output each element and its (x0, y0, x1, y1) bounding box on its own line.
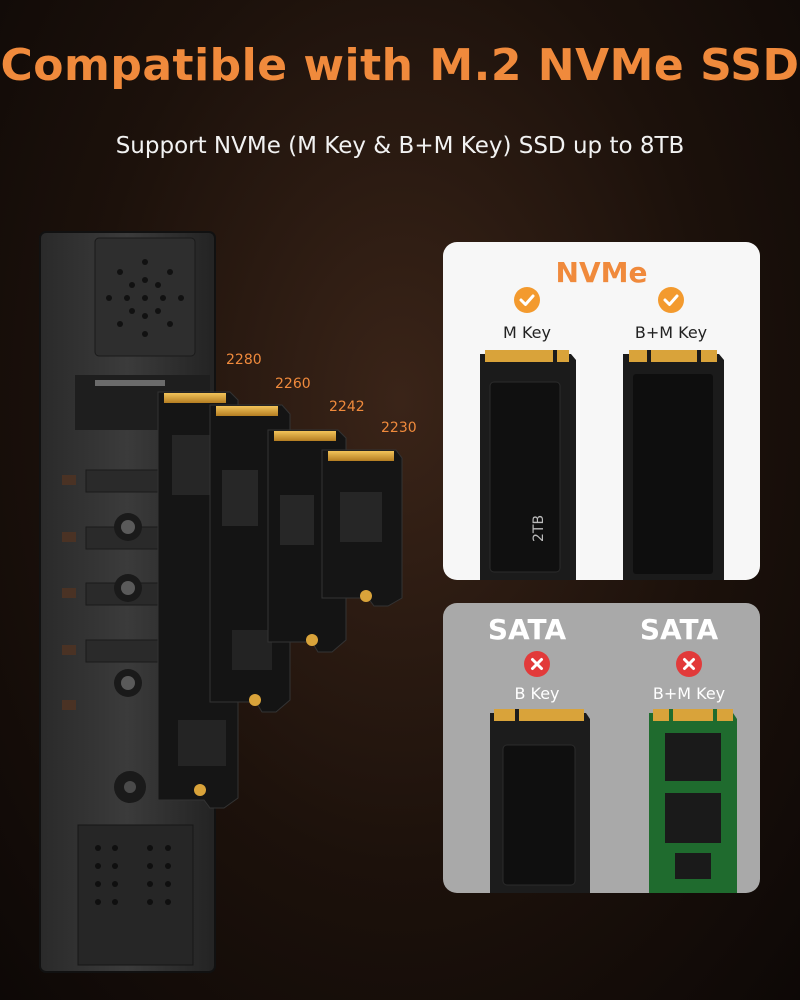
sata-heading-bm: SATA (639, 613, 719, 646)
key-label-m: M Key (503, 323, 551, 342)
nvme-compatibility-card: NVMe M Key B+M Key 2TB (443, 242, 760, 580)
ssd-2230 (321, 449, 403, 607)
check-icon (658, 287, 684, 313)
ssd-m-key (480, 350, 576, 580)
cross-icon (524, 651, 550, 677)
sata-ssd-images (490, 709, 737, 893)
nvme-ssd-images (480, 350, 724, 580)
check-icon (514, 287, 540, 313)
size-label-2242: 2242 (329, 399, 365, 415)
page-title: Compatible with M.2 NVMe SSD (0, 40, 800, 91)
size-label-2260: 2260 (275, 376, 311, 392)
ssd-enclosure-illustration (39, 231, 403, 973)
ssd-sata-b-key (490, 709, 590, 893)
page-subtitle: Support NVMe (M Key & B+M Key) SSD up to… (115, 133, 685, 159)
size-label-2280: 2280 (226, 352, 262, 368)
key-label-b: B Key (514, 684, 560, 703)
vent-holes (106, 259, 184, 337)
nvme-heading: NVMe (555, 256, 648, 289)
key-label-sata-bm: B+M Key (652, 684, 726, 703)
cross-icon (676, 651, 702, 677)
key-label-bm: B+M Key (634, 323, 708, 342)
ssd-sata-bm-key (649, 709, 737, 893)
sata-heading-b: SATA (487, 613, 567, 646)
ssd-bm-key (623, 350, 724, 580)
sata-compatibility-card: SATA SATA B Key B+M Key (443, 603, 760, 893)
ssd-capacity-text: 2TB (531, 514, 547, 542)
size-label-2230: 2230 (381, 420, 417, 436)
